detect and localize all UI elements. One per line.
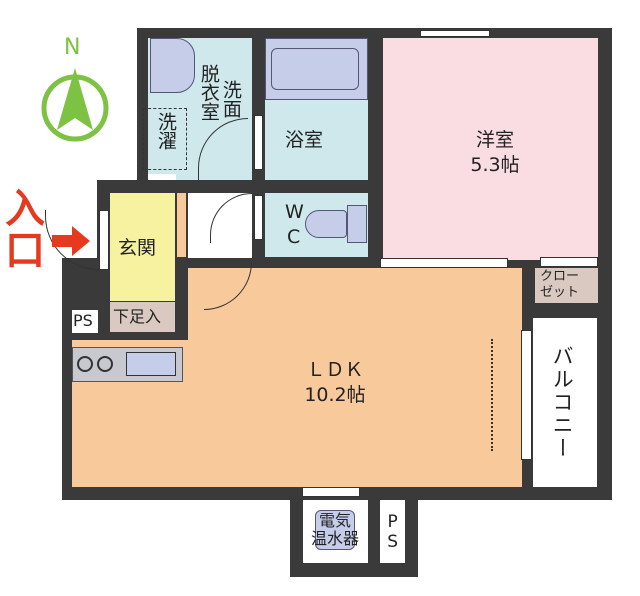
toilet-tank — [347, 205, 367, 243]
ps2-label: PS — [382, 512, 403, 552]
western-sliding-door[interactable] — [380, 258, 508, 268]
laundry-space — [143, 108, 187, 170]
western-window-top[interactable] — [420, 30, 490, 37]
shoebox — [110, 302, 175, 332]
wc-label-w: W — [285, 201, 304, 223]
laundry-label: 洗濯 — [154, 112, 177, 150]
washroom-label-b: 洗面 — [219, 80, 242, 118]
water-heater-label-b: 温水器 — [310, 529, 359, 548]
hall-orange-strip — [177, 193, 186, 257]
kitchen-sink-icon — [126, 352, 176, 376]
stove-burner-icon — [97, 356, 113, 372]
water-heater — [315, 510, 355, 550]
sink — [150, 38, 195, 93]
water-heater-label-a: 電気 — [318, 511, 351, 530]
bath-label: 浴室 — [285, 129, 324, 151]
front-door-frame[interactable] — [99, 210, 109, 270]
bathtub-inner — [271, 48, 359, 90]
ldk-size: 10.2帖 — [304, 384, 366, 406]
shoebox-label: 下足入 — [113, 307, 162, 326]
closet-door[interactable] — [540, 257, 598, 267]
toilet-icon — [305, 210, 347, 238]
western-label: 洋室 — [475, 129, 514, 151]
western-size: 5.3帖 — [470, 154, 520, 176]
entrance-label: 入口 — [5, 186, 45, 274]
genkan — [110, 193, 175, 301]
closet — [535, 268, 598, 303]
ps1 — [72, 310, 98, 333]
wc-label-c: C — [287, 226, 301, 248]
ldk — [188, 268, 522, 487]
heater-door[interactable] — [302, 487, 360, 497]
entrance-arrow-icon — [52, 226, 90, 256]
genkan-label: 玄関 — [118, 237, 157, 259]
bath-door[interactable] — [254, 115, 263, 170]
curtain-rail — [491, 339, 493, 451]
balcony-label: バルコニー — [550, 345, 575, 460]
closet-label-b: ゼット — [540, 285, 580, 300]
ldk-label: ＬＤＫ — [306, 359, 364, 381]
washroom-label-a: 脱衣室 — [197, 64, 220, 121]
stove-burner-icon — [77, 356, 93, 372]
ps1-label: PS — [73, 311, 93, 330]
closet-label-a: クロー — [540, 269, 580, 284]
compass-north-label: N — [64, 35, 81, 60]
ps2 — [380, 500, 405, 563]
balcony — [533, 318, 597, 487]
washroom-white-strip — [148, 174, 176, 180]
compass-icon — [41, 68, 109, 142]
balcony-window[interactable] — [521, 330, 532, 460]
western-room — [383, 38, 598, 260]
wc-door-frame[interactable] — [254, 195, 263, 240]
